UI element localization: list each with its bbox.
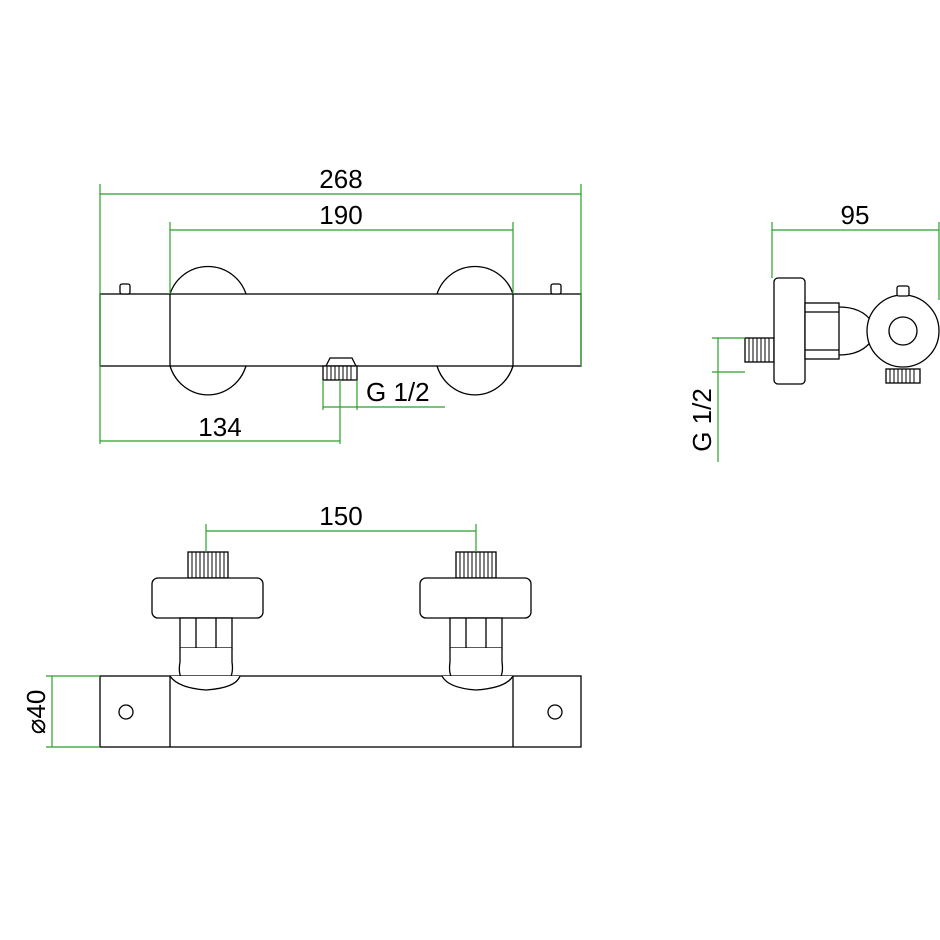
dim-label-150: 150 bbox=[319, 501, 362, 531]
dim-label-95: 95 bbox=[841, 200, 870, 230]
side-escutcheon bbox=[773, 277, 806, 385]
right-cap-hole bbox=[547, 704, 563, 720]
bottom-view-dimensions bbox=[46, 524, 477, 748]
dim-label-side-thread: G 1/2 bbox=[687, 388, 717, 452]
side-body-outer bbox=[866, 294, 940, 368]
side-outlet-thread bbox=[885, 368, 921, 384]
side-view-dimensions bbox=[712, 222, 940, 462]
side-top-pin bbox=[896, 285, 910, 297]
right-inlet-thread-lines bbox=[459, 552, 493, 578]
top-pin-right bbox=[550, 283, 562, 295]
side-view bbox=[744, 277, 940, 385]
outlet-thread bbox=[322, 365, 358, 381]
top-view-dimensions bbox=[99, 184, 582, 444]
side-wall-thread-lines bbox=[748, 338, 770, 362]
left-escutcheon-plan bbox=[151, 577, 264, 619]
mixer-body-front bbox=[99, 293, 582, 367]
side-outlet-thread-lines bbox=[889, 369, 915, 383]
outlet-thread-lines bbox=[326, 366, 352, 380]
mixer-body-plan bbox=[99, 675, 582, 748]
dim-label-268: 268 bbox=[319, 164, 362, 194]
dim-label-diameter: ⌀40 bbox=[21, 690, 51, 735]
left-nut-plan bbox=[179, 617, 233, 649]
left-inlet-thread-lines bbox=[191, 552, 225, 578]
bottom-view bbox=[99, 551, 582, 748]
right-nut-plan bbox=[449, 617, 503, 649]
dim-label-134: 134 bbox=[198, 412, 241, 442]
top-view bbox=[99, 265, 582, 396]
outlet-boss bbox=[325, 357, 357, 367]
top-pin-left bbox=[119, 283, 131, 295]
right-escutcheon-plan bbox=[419, 577, 532, 619]
dim-label-190: 190 bbox=[319, 200, 362, 230]
dim-label-outlet-thread: G 1/2 bbox=[366, 377, 430, 407]
left-escutcheon bbox=[169, 265, 247, 396]
right-escutcheon bbox=[436, 265, 514, 396]
side-body-inner bbox=[888, 316, 918, 346]
left-cap-hole bbox=[118, 704, 134, 720]
